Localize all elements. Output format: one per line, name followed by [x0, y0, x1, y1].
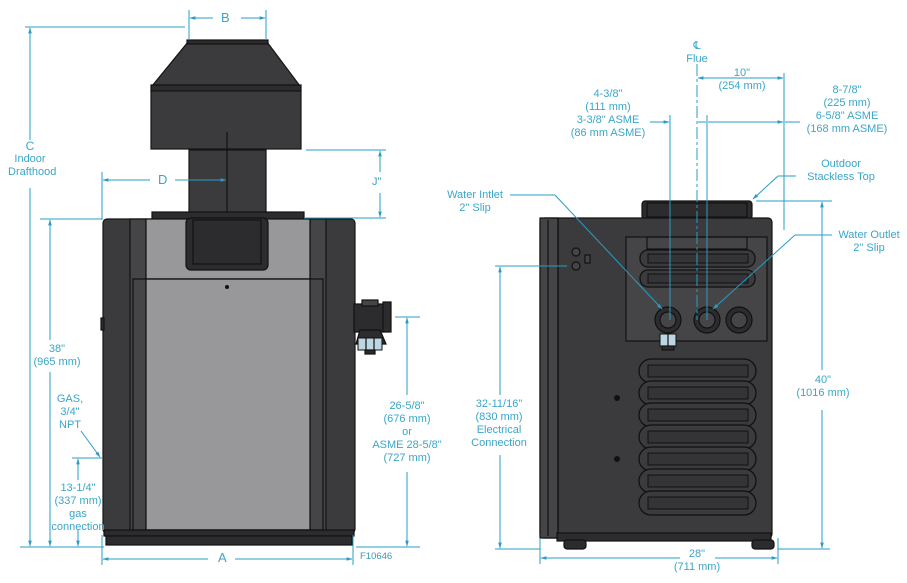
label-water-height-asme-mm: (727 mm): [383, 452, 431, 464]
label-28-in: 28": [688, 548, 706, 560]
drafthood-rim-top: [186, 39, 269, 45]
label-28-mm: (711 mm): [673, 561, 721, 573]
side-base: [556, 532, 772, 542]
label-electrical-in: 32-11/16": [475, 398, 523, 410]
label-water-outlet-line1: Water Outlet: [838, 229, 900, 241]
label-electrical-line4: Connection: [471, 437, 527, 449]
label-electrical-line3: Electrical: [476, 424, 522, 436]
label-water-height-in: 26-5/8": [389, 400, 425, 412]
label-water-height-asme: ASME 28-5/8": [372, 439, 442, 451]
label-left-in: 4-3/8": [593, 88, 623, 100]
front-dimensions: [20, 10, 420, 565]
label-water-outlet: Water Outlet 2" Slip: [832, 229, 906, 255]
label-dim-left: 4-3/8" (111 mm) 3-3/8" ASME (86 mm ASME): [566, 88, 650, 140]
label-water-height: 26-5/8" (676 mm) or ASME 28-5/8" (727 mm…: [370, 400, 444, 465]
label-c-indoor-drafthood: C Indoor Drafthood: [8, 139, 57, 179]
label-left-asme-mm: (86 mm ASME): [570, 127, 646, 139]
base-plate: [105, 535, 353, 546]
label-j: J": [372, 176, 382, 188]
label-outdoor-line1: Outdoor: [821, 158, 861, 170]
water-header: [353, 299, 392, 355]
label-flue-centerline: ℄ Flue: [680, 40, 714, 66]
label-gas-line3: NPT: [59, 419, 81, 431]
label-width-28: 28" (711 mm): [665, 548, 729, 574]
label-b: B: [221, 10, 230, 25]
label-water-inlet: Water Intlet 2" Slip: [442, 189, 508, 215]
label-outdoor-stackless-top: Outdoor Stackless Top: [800, 158, 882, 184]
label-gas-connection: 13-1/4" (337 mm) gas connection: [50, 482, 106, 534]
label-10-in: 10": [733, 67, 751, 79]
label-left-mm: (111 mm): [585, 101, 631, 113]
sight-window: [185, 217, 269, 271]
label-38-in: 38": [48, 343, 66, 355]
label-a: A: [218, 550, 227, 565]
label-gas-line2: 3/4": [60, 406, 80, 418]
label-gas-conn-in: 13-1/4": [60, 482, 96, 494]
label-dim-10: 10" (254 mm): [712, 67, 772, 93]
label-40-in: 40": [814, 374, 832, 386]
label-right-mm: (225 mm): [823, 97, 871, 109]
label-gas-conn-line4: connection: [51, 521, 105, 533]
label-gas-line1: GAS,: [56, 393, 84, 405]
centerline-symbol: ℄: [693, 40, 701, 52]
label-water-outlet-line2: 2" Slip: [853, 242, 885, 254]
label-c-letter: C: [25, 139, 35, 153]
left-side-panel: [129, 218, 147, 534]
label-height-40: 40" (1016 mm): [792, 374, 854, 400]
label-electrical-mm: (830 mm): [475, 411, 523, 423]
label-electrical-connection: 32-11/16" (830 mm) Electrical Connection: [466, 398, 532, 450]
right-side-panel: [309, 218, 327, 534]
front-view-heater: [100, 39, 392, 546]
drafthood-cone: [150, 41, 302, 87]
label-left-asme: 3-3/8" ASME: [576, 114, 640, 126]
label-gas-conn-mm: (337 mm): [54, 495, 102, 507]
label-water-inlet-line2: 2" Slip: [459, 202, 491, 214]
drafthood-rim: [150, 84, 302, 92]
label-outdoor-line2: Stackless Top: [807, 171, 875, 183]
label-flue: Flue: [686, 53, 708, 65]
label-gas-conn-line3: gas: [69, 508, 87, 520]
label-d: D: [158, 172, 168, 187]
label-right-asme: 6-5/8" ASME: [815, 110, 879, 122]
figure-id: F10646: [360, 551, 393, 562]
label-water-height-or: or: [402, 426, 412, 438]
base: [103, 529, 355, 537]
label-10-mm: (254 mm): [718, 80, 766, 92]
label-40-mm: (1016 mm): [796, 387, 850, 399]
label-gas: GAS, 3/4" NPT: [52, 393, 88, 432]
label-38-mm: (965 mm): [33, 356, 81, 368]
label-right-asme-mm: (168 mm ASME): [806, 123, 888, 135]
front-panel-lower: [145, 278, 311, 531]
side-view-heater: [539, 200, 775, 550]
label-water-height-mm: (676 mm): [383, 413, 431, 425]
label-dim-right: 8-7/8" (225 mm) 6-5/8" ASME (168 mm ASME…: [804, 84, 890, 136]
label-c-line1: Indoor: [14, 153, 46, 165]
label-right-in: 8-7/8": [832, 84, 862, 96]
label-height-38: 38" (965 mm): [30, 343, 84, 369]
label-water-inlet-line1: Water Intlet: [447, 189, 503, 201]
side-dimensions: [495, 64, 832, 564]
drafthood-box: [150, 90, 302, 150]
lower-vents: [638, 358, 757, 516]
label-c-line2: Drafthood: [8, 166, 57, 178]
